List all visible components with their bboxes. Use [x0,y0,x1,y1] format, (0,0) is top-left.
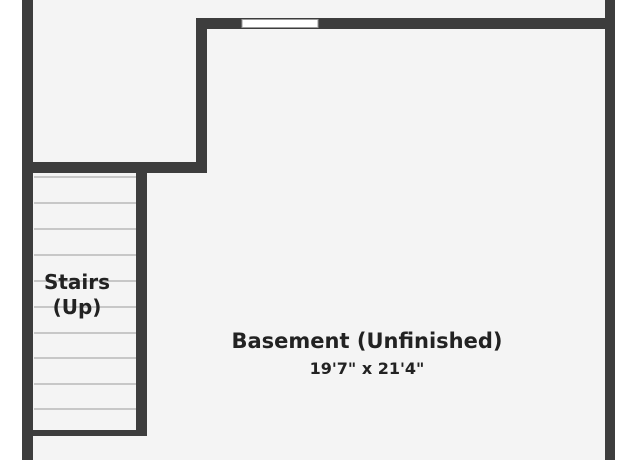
stairs-name-line2: (Up) [52,295,102,319]
window [241,19,319,28]
wall-stairs-bottom [22,430,147,436]
floor-area [26,0,614,460]
wall-upper-vertical [196,18,207,173]
wall-stairs-right [136,162,147,436]
wall-right [605,0,615,460]
wall-middle-horizontal [22,162,207,173]
basement-dimensions: 19'7" x 21'4" [309,359,425,378]
wall-upper-horizontal [196,18,615,29]
stairs-label: Stairs (Up) [34,270,120,320]
wall-left [22,0,33,460]
exterior-right [614,0,640,460]
exterior-left [0,0,26,460]
walls [22,0,615,460]
wall-top-right-corner [605,12,615,22]
basement-name: Basement (Unfinished) [231,329,503,353]
stairs-name-line1: Stairs [43,270,111,294]
stair-treads [34,176,136,410]
